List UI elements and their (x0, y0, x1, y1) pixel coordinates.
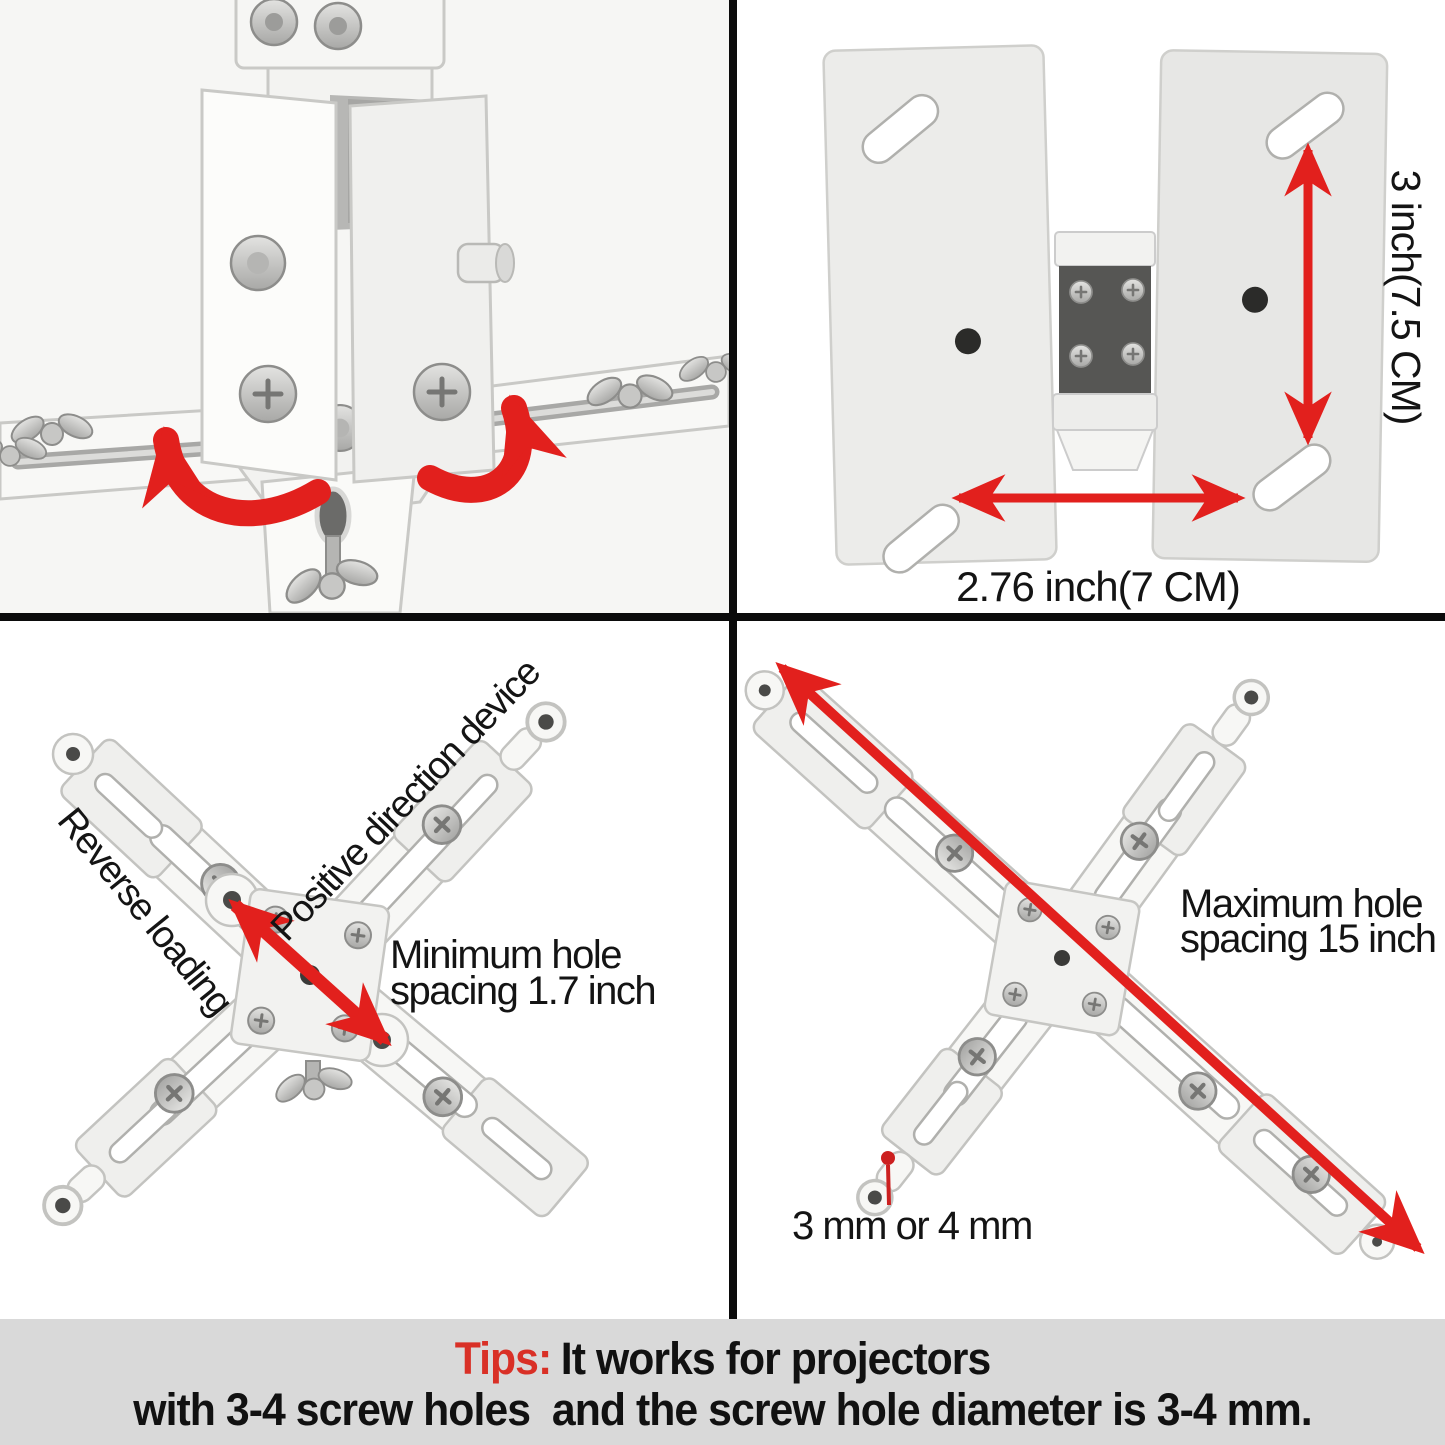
max-spacing-arrow (775, 661, 1425, 1255)
quadrant-cross-arms-max: Maximum hole spacing 15 inch 3 mm or 4 m… (737, 621, 1445, 1319)
lower-arm (260, 464, 417, 613)
hex-bolt (313, 1, 363, 51)
min-spacing-arrow (228, 899, 392, 1046)
tips-line-1: Tips:It works for projectors (36, 1333, 1409, 1384)
mounting-slot (1252, 443, 1332, 512)
tips-label: Tips: (454, 1333, 553, 1384)
max-spacing-label-line2: spacing 15 inch (1180, 917, 1435, 961)
plate-height-label: 3 inch(7.5 CM) (1383, 170, 1429, 425)
ceiling-plate-right (1151, 49, 1389, 564)
screw (414, 364, 470, 420)
bracket-right-face (348, 94, 496, 484)
mounting-slot (861, 93, 940, 165)
pivot-screw (229, 234, 287, 292)
divider-horizontal (0, 613, 1445, 621)
quadrant-mount-head-closeup (0, 0, 729, 613)
hole-size-label: 3 mm or 4 mm (792, 1204, 1032, 1248)
max-spacing-label-line1: Maximum hole (1180, 882, 1422, 926)
rotation-arrow-right-icon (417, 394, 567, 503)
quadrant-cross-arms-min: Reverse loading Positive direction devic… (0, 621, 729, 1319)
min-spacing-label-line1: Minimum hole (390, 933, 621, 977)
hex-bolt (249, 0, 299, 47)
tips-line-2: with 3-4 screw holes and the screw hole … (133, 1384, 1312, 1435)
mounting-slot (1265, 91, 1345, 160)
min-spacing-label-line2: spacing 1.7 inch (390, 969, 655, 1013)
quadrant-ceiling-plate: 3 inch(7.5 CM) 2.76 inch(7 CM) (737, 0, 1445, 613)
screw (240, 366, 296, 422)
rotation-arrow-left-icon (142, 426, 331, 527)
divider-vertical (729, 0, 737, 1319)
tips-bar: Tips:It works for projectors with 3-4 sc… (0, 1319, 1445, 1445)
hole-size-pointer (881, 1151, 895, 1206)
projector-plate (983, 879, 1141, 1037)
ceiling-plate-left (822, 44, 1058, 574)
tips-text-1: It works for projectors (560, 1333, 991, 1384)
hinge-block (1052, 231, 1158, 471)
center-hole (1242, 286, 1269, 313)
swivel-bracket (200, 0, 515, 484)
plate-width-label: 2.76 inch(7 CM) (956, 563, 1240, 610)
center-hole (954, 328, 981, 355)
